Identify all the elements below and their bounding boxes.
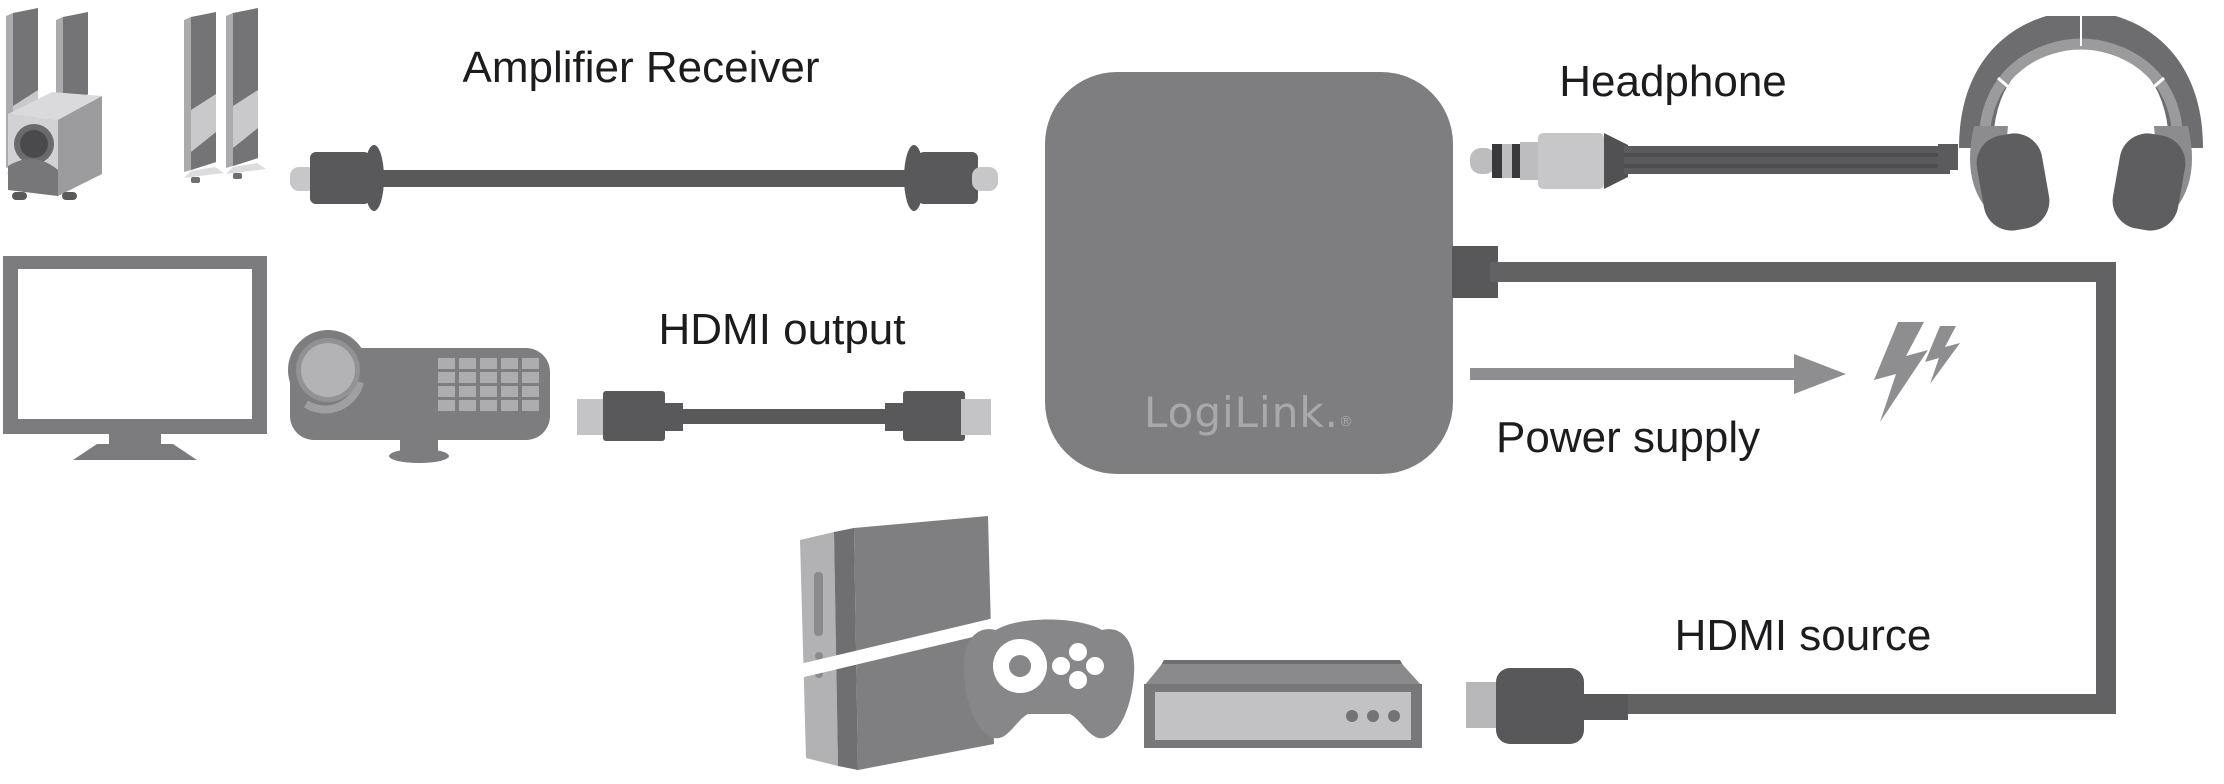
power-supply-label: Power supply [1496, 413, 1761, 462]
subwoofer-icon [8, 92, 102, 200]
lightning-bolt-icon [1868, 322, 1964, 426]
hdmi-cable-icon [575, 388, 993, 444]
brand-logo-text: LogiLink. [1143, 388, 1340, 437]
projector-keypad [438, 358, 539, 411]
brand-logo: LogiLink.® [1045, 392, 1453, 434]
headphones-icon [1938, 10, 2224, 238]
hdmi-routing-cable-top [1490, 262, 2116, 282]
hdmi-routing-cable-bottom [1624, 694, 2116, 714]
hdmi-source-label: HDMI source [1674, 611, 1932, 660]
game-console-icon [792, 514, 1004, 784]
power-arrow-icon [1468, 352, 1850, 396]
hdmi-routing-cable-right [2096, 262, 2116, 714]
surround-speaker-system-icon [4, 4, 266, 200]
hdmi-plug-icon [1464, 666, 1628, 746]
projector-icon [286, 318, 554, 464]
tv-monitor-icon [3, 256, 269, 464]
converter-box-device: LogiLink.® [1045, 72, 1453, 474]
optical-toslink-cable-icon [288, 140, 1000, 216]
game-controller-icon [958, 608, 1140, 750]
hdmi-output-label: HDMI output [658, 305, 906, 354]
amplifier-receiver-label: Amplifier Receiver [462, 43, 820, 92]
aux-jack-cable-icon [1468, 130, 1950, 194]
headphone-label: Headphone [1559, 57, 1787, 106]
registered-mark: ® [1339, 414, 1355, 430]
set-top-box-icon [1142, 658, 1426, 754]
